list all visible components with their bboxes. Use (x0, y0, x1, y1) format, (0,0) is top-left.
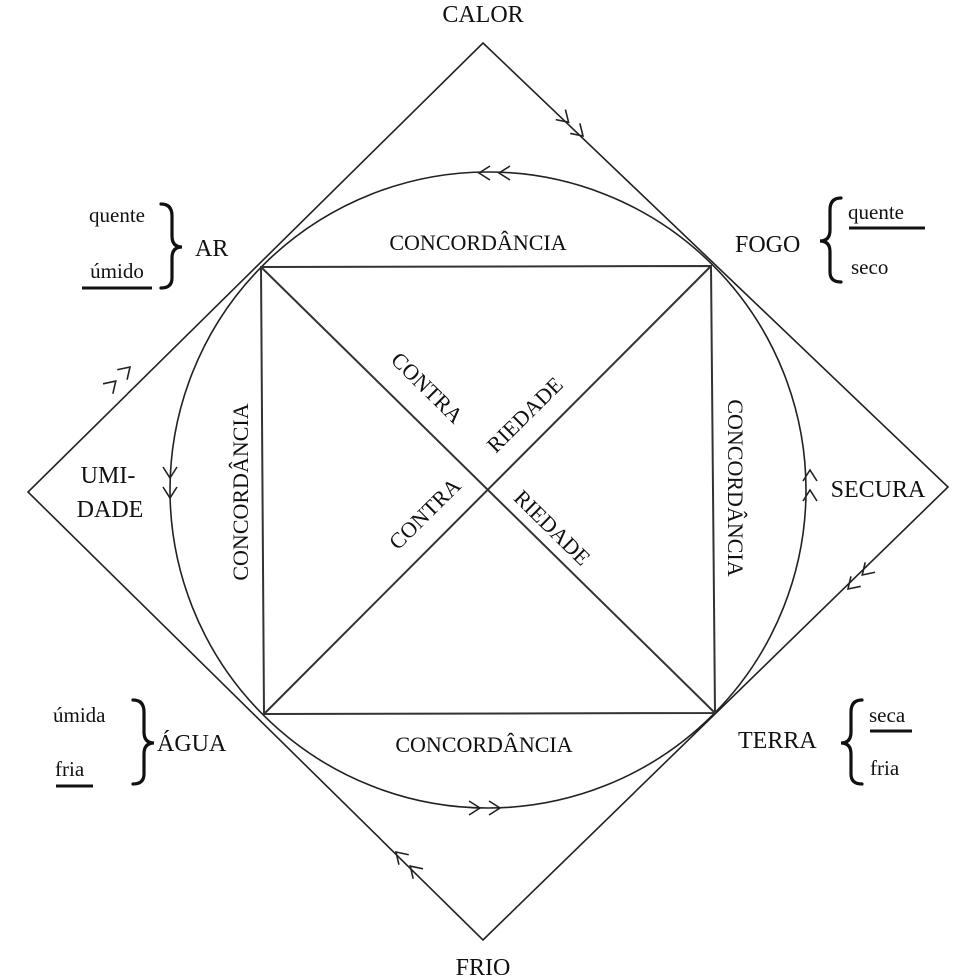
circle-arrow-left (162, 466, 178, 500)
terra-brace (840, 698, 864, 786)
circle-arrow-bottom (468, 800, 502, 816)
circle-arrow-top (477, 165, 511, 181)
agua-quality-umida: úmida (53, 703, 106, 727)
diamond-arrow-right-bottom (846, 562, 876, 591)
ar-quality-umido: úmido (90, 259, 144, 283)
label-secura: SECURA (831, 477, 926, 503)
elements-circle (169, 171, 807, 809)
element-ar: AR (195, 236, 228, 262)
element-agua: ÁGUA (157, 731, 227, 757)
diagonal-fogo-agua (263, 265, 712, 715)
label-umidade-line1: UMI- (81, 463, 136, 489)
circle-arrow-right (802, 468, 818, 502)
element-fogo: FOGO (735, 232, 800, 258)
diamond-arrow-left-top (102, 365, 132, 394)
qualities-diamond (26, 41, 950, 942)
concordancia-left: CONCORDÂNCIA (228, 403, 253, 580)
terra-quality-seca: seca (869, 703, 906, 727)
agua-quality-fria: fria (55, 757, 85, 781)
concordancia-top: CONCORDÂNCIA (389, 230, 566, 255)
fogo-brace (819, 196, 843, 284)
fogo-quality-quente: quente (848, 200, 904, 224)
concordancia-bottom: CONCORDÂNCIA (395, 732, 572, 757)
label-calor: CALOR (442, 2, 523, 28)
label-umidade-line2: DADE (77, 497, 144, 523)
concordancia-right: CONCORDÂNCIA (723, 399, 748, 576)
agua-brace (131, 698, 155, 786)
label-frio: FRIO (456, 955, 511, 980)
contrariedade-diag2-contra: CONTRA (384, 473, 466, 555)
fogo-quality-seco: seco (851, 255, 888, 279)
diamond-arrow-top-right (555, 109, 585, 138)
contrariedade-diag1-contra: CONTRA (386, 347, 468, 428)
ar-quality-quente: quente (89, 203, 145, 227)
contrariedade-diag1-riedade: RIEDADE (482, 372, 568, 458)
ar-brace (159, 202, 183, 290)
contrariedade-diag2-riedade: RIEDADE (509, 485, 595, 571)
diamond-arrow-bottom-left (394, 850, 424, 879)
element-terra: TERRA (738, 728, 817, 754)
terra-quality-fria: fria (870, 756, 900, 780)
